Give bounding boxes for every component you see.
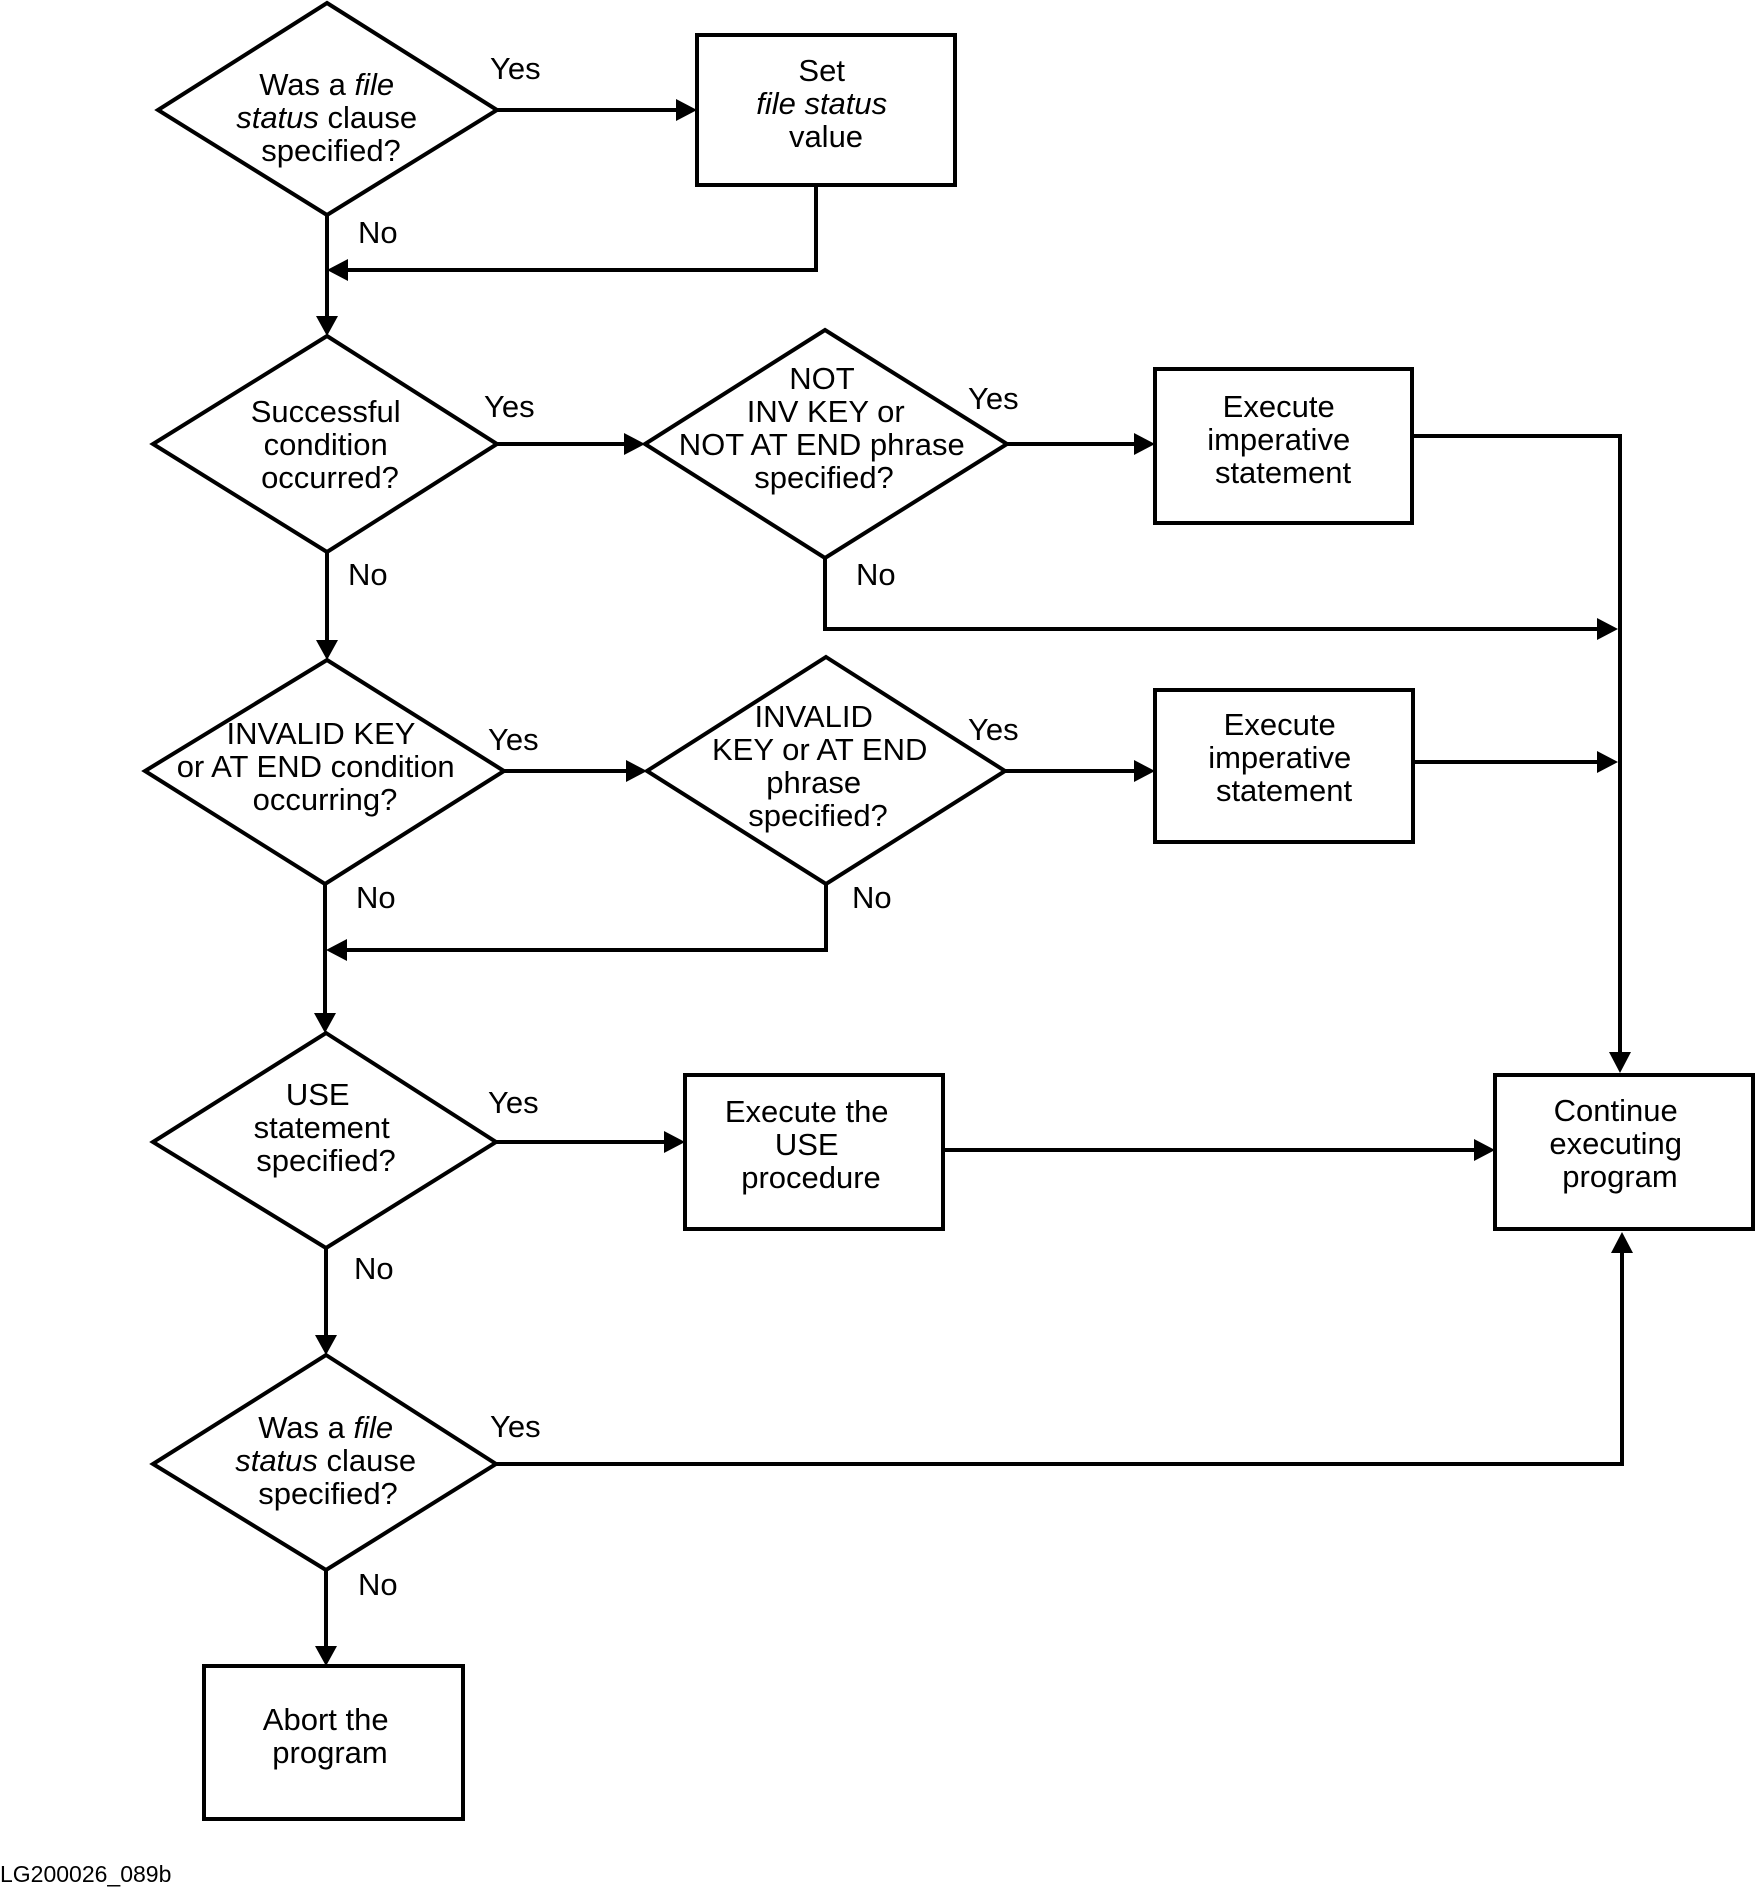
edge-d7-yes [496, 1247, 1624, 1466]
edge-label-d1-yes: Yes [490, 51, 541, 86]
decision-invalid-key-condition-text: INVALID KEY or AT END condition occurrin… [177, 716, 464, 817]
box-execute-use-procedure [683, 1073, 945, 1231]
figure-id-caption: LG200026_089b [0, 1861, 171, 1887]
arrowhead-icon [326, 939, 347, 961]
box-execute-imperative-1 [1153, 367, 1414, 525]
edge-label-d6-no: No [354, 1251, 394, 1286]
box-execute-imperative-2-text: Execute imperative statement [1208, 707, 1360, 808]
arrowhead-icon [314, 1013, 336, 1033]
decision-file-status-1 [154, 0, 501, 218]
decision-successful-condition [149, 333, 501, 555]
arrowhead-icon [1611, 1232, 1633, 1253]
arrowhead-icon [1597, 618, 1618, 640]
arrowhead-icon [664, 1131, 685, 1153]
edge-label-d4-yes: Yes [488, 722, 539, 757]
box-execute-imperative-1-text: Execute imperative statement [1207, 389, 1359, 490]
decision-not-inv-key [641, 327, 1011, 561]
edge-label-d5-no: No [852, 880, 892, 915]
decision-invalid-key-phrase [643, 654, 1009, 887]
edge-b1-return [340, 185, 818, 272]
box-abort-program [202, 1664, 465, 1821]
box-execute-use-procedure-text: Execute the USE procedure [725, 1094, 897, 1195]
edge-label-d3-no: No [856, 557, 896, 592]
arrowhead-icon [1134, 760, 1155, 782]
box-set-file-status-text: Set file status value [756, 53, 896, 154]
decision-successful-condition-text: Successful condition occurred? [251, 394, 410, 495]
box-abort-program-text: Abort the program [263, 1702, 397, 1770]
box-set-file-status [695, 33, 957, 187]
edge-label-d3-yes: Yes [968, 381, 1019, 416]
arrowhead-icon [315, 1646, 337, 1666]
edge-label-d7-no: No [358, 1567, 398, 1602]
arrowhead-icon [626, 760, 647, 782]
edge-label-d2-yes: Yes [484, 389, 535, 424]
decision-file-status-2 [149, 1352, 500, 1573]
box-continue-executing [1493, 1073, 1755, 1231]
decision-use-statement [149, 1030, 500, 1251]
arrowhead-icon [1474, 1139, 1495, 1161]
arrowhead-icon [316, 316, 338, 336]
edge-label-d1-no: No [358, 215, 398, 250]
decision-not-inv-key-text: NOT INV KEY or NOT AT END phrase specifi… [679, 361, 974, 495]
arrowhead-icon [624, 433, 645, 455]
arrowhead-icon [327, 259, 348, 281]
edge-label-d2-no: No [348, 557, 388, 592]
decision-invalid-key-phrase-text: INVALID KEY or AT END phrase specified? [712, 699, 936, 833]
edge-d5-no [340, 884, 828, 952]
edge-label-d4-no: No [356, 880, 396, 915]
arrowhead-icon [316, 640, 338, 660]
box-execute-imperative-2 [1153, 688, 1415, 844]
edge-label-d6-yes: Yes [488, 1085, 539, 1120]
decision-file-status-2-text: Was a file status clause specified? [235, 1410, 425, 1511]
arrowhead-icon [315, 1335, 337, 1355]
decision-file-status-1-text: Was a file status clause specified? [236, 67, 426, 168]
connectors [314, 99, 1633, 1666]
edge-label-d5-yes: Yes [968, 712, 1019, 747]
arrowhead-icon [1609, 1052, 1631, 1073]
edge-b2-continue [1412, 434, 1622, 1058]
edge-label-d7-yes: Yes [490, 1409, 541, 1444]
edge-d3-no [823, 558, 1600, 631]
box-continue-executing-text: Continue executing program [1549, 1093, 1690, 1194]
arrowhead-icon [676, 99, 697, 121]
arrowhead-icon [1134, 433, 1155, 455]
decision-invalid-key-condition [141, 657, 508, 887]
arrowhead-icon [1597, 751, 1618, 773]
decision-use-statement-text: USE statement specified? [254, 1077, 399, 1178]
